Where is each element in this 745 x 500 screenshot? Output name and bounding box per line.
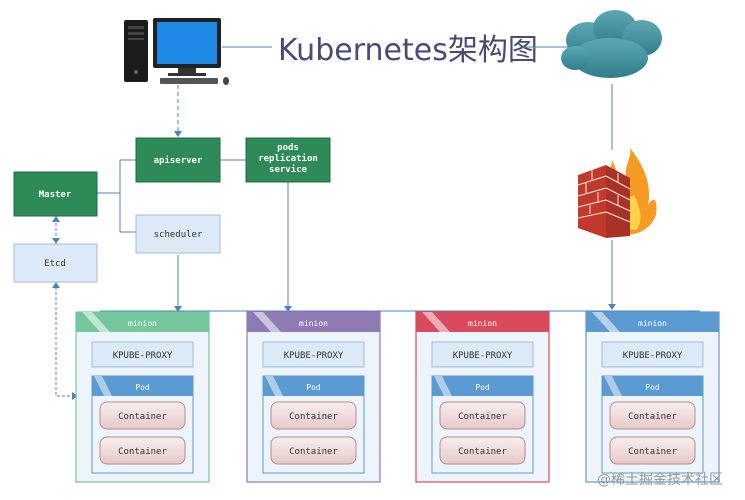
kube-proxy-box[interactable]: KPUBE-PROXY <box>262 341 365 368</box>
arrow-head <box>284 306 292 312</box>
arrow-head <box>52 282 60 288</box>
container-label: Container <box>628 412 677 422</box>
minion-header <box>76 312 209 332</box>
container-label: Container <box>458 447 507 457</box>
minion-label: minion <box>638 319 667 328</box>
kube-proxy-box[interactable]: KPUBE-PROXY <box>601 341 704 368</box>
apiserver-node[interactable]: apiserver <box>135 137 221 183</box>
minion-label: minion <box>468 319 497 328</box>
firewall-icon <box>577 148 657 238</box>
arrow-head <box>52 216 60 222</box>
container-box[interactable]: Container <box>270 401 357 430</box>
node-label-line: replication <box>258 153 318 164</box>
minion-label: minion <box>299 319 328 328</box>
header-stripe <box>265 376 283 396</box>
container-label: Container <box>458 412 507 422</box>
minion-header <box>586 312 719 332</box>
container-box[interactable]: Container <box>99 436 186 465</box>
computer-icon <box>124 18 229 85</box>
arrow-head <box>174 306 182 312</box>
minion-header <box>416 312 549 332</box>
arrow-head <box>174 131 182 137</box>
pod-label: Pod <box>645 383 660 392</box>
node-label-line: pods <box>277 143 299 153</box>
kube-proxy-label: KPUBE-PROXY <box>453 351 513 361</box>
master-node[interactable]: Master <box>13 171 98 217</box>
container-box[interactable]: Container <box>609 436 696 465</box>
header-stripe <box>82 312 110 332</box>
pod-header <box>602 376 703 396</box>
container-label: Container <box>289 412 338 422</box>
container-box[interactable]: Container <box>270 436 357 465</box>
container-box[interactable]: Container <box>439 401 526 430</box>
kube-proxy-label: KPUBE-PROXY <box>623 351 683 361</box>
pod-label: Pod <box>306 383 321 392</box>
pods-replication-service-node[interactable]: pods replication service <box>245 137 331 183</box>
header-stripe <box>94 376 112 396</box>
kube-proxy-box[interactable]: KPUBE-PROXY <box>91 341 194 368</box>
page-title: Kubernetes架构图 <box>278 33 538 68</box>
node-label-line: service <box>269 164 308 175</box>
container-label: Container <box>118 412 167 422</box>
minion-group: minionKPUBE-PROXYPodContainerContainermi… <box>75 311 720 483</box>
container-box[interactable]: Container <box>439 436 526 465</box>
header-stripe <box>422 312 450 332</box>
etcd-label: Etcd <box>44 259 66 269</box>
arrow-head <box>608 304 616 310</box>
kube-proxy-box[interactable]: KPUBE-PROXY <box>431 341 534 368</box>
header-stripe <box>604 376 622 396</box>
minion-header <box>247 312 380 332</box>
watermark: @稀土掘金技术社区 <box>597 472 723 488</box>
pod-header <box>263 376 364 396</box>
container-box[interactable]: Container <box>99 401 186 430</box>
pod-label: Pod <box>135 383 150 392</box>
header-stripe <box>434 376 452 396</box>
etcd-node[interactable]: Etcd <box>13 243 98 283</box>
master-label: Master <box>39 190 72 200</box>
kube-proxy-label: KPUBE-PROXY <box>284 351 344 361</box>
container-label: Container <box>289 447 338 457</box>
kube-proxy-label: KPUBE-PROXY <box>113 351 173 361</box>
arrow-head <box>72 392 78 400</box>
apiserver-label: apiserver <box>154 155 203 166</box>
dashed-connector <box>55 282 76 397</box>
arrow-head <box>52 238 60 244</box>
cloud-icon <box>561 10 662 78</box>
header-stripe <box>253 312 281 332</box>
header-stripe <box>592 312 620 332</box>
pod-label: Pod <box>475 383 490 392</box>
minion-label: minion <box>128 319 157 328</box>
scheduler-node[interactable]: scheduler <box>135 214 221 254</box>
container-label: Container <box>118 447 167 457</box>
pod-header <box>92 376 193 396</box>
pod-header <box>432 376 533 396</box>
container-label: Container <box>628 447 677 457</box>
container-box[interactable]: Container <box>609 401 696 430</box>
scheduler-label: scheduler <box>154 230 203 240</box>
